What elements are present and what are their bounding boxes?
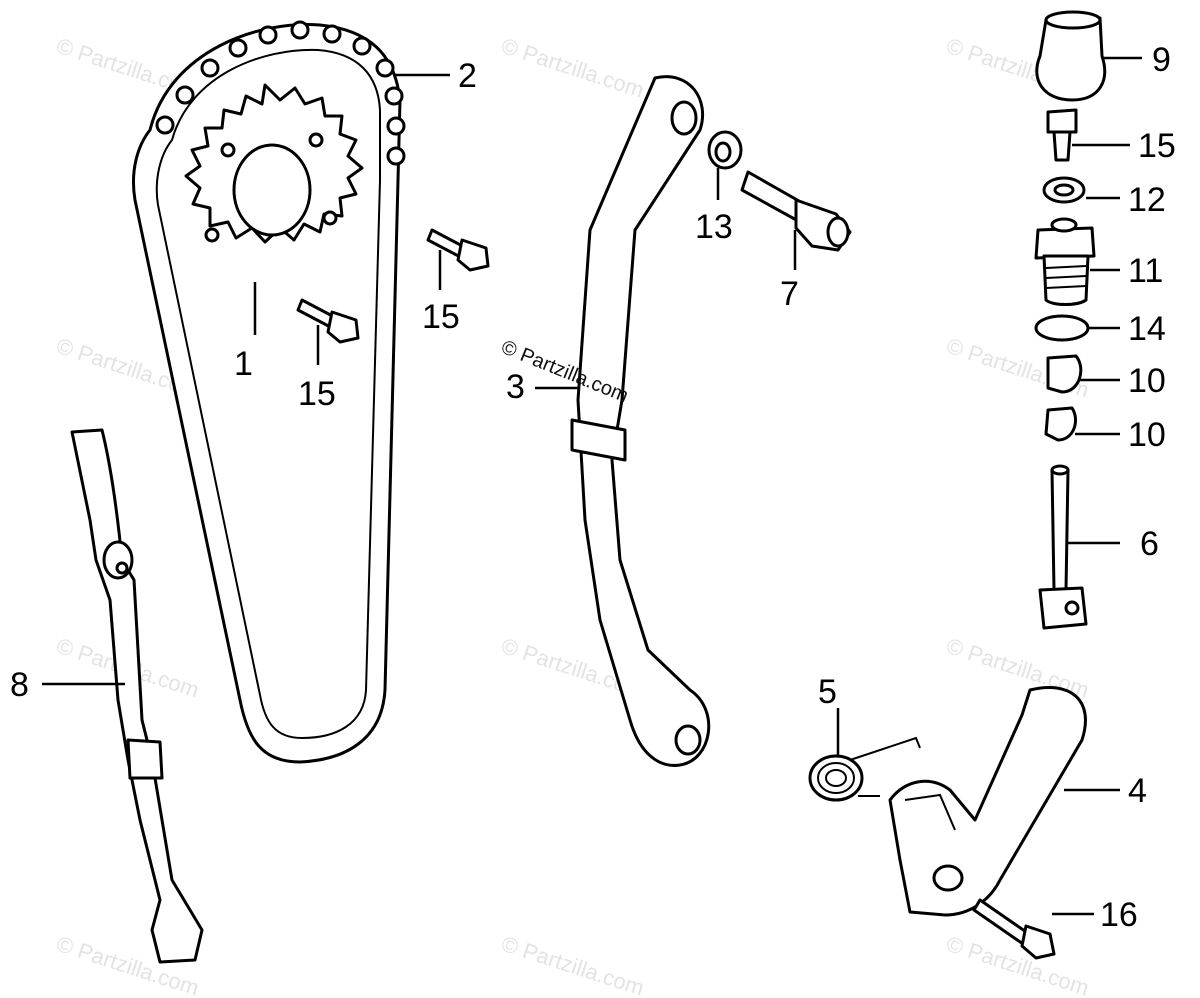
callout-6: 6 [1140,525,1159,563]
callout-7: 7 [780,275,799,313]
watermark: © Partzilla.com [498,931,647,998]
callout-14: 14 [1128,310,1166,348]
callout-10-upper: 10 [1128,362,1166,400]
tensioner-spring[interactable] [808,736,921,802]
callout-11: 11 [1128,252,1163,290]
chain-links [155,20,406,166]
o-ring[interactable] [1034,314,1090,342]
watermark: © Partzilla.com [498,33,647,103]
cam-sprocket[interactable] [184,83,364,244]
tensioner-bolt[interactable] [1046,108,1078,162]
wedge-lower[interactable] [1044,406,1077,442]
callout-labels: 1 2 3 4 5 6 7 8 9 10 10 11 12 13 14 15 1… [10,41,1176,934]
callout-15-upper-bolt: 15 [422,298,460,336]
sprocket-bolt-upper[interactable] [426,228,490,272]
cam-chain-guide[interactable] [70,428,204,964]
callout-2: 2 [458,57,477,95]
callout-8: 8 [10,666,29,704]
pivot-bolt[interactable] [740,170,852,252]
callout-4: 4 [1128,772,1147,810]
tensioner-body[interactable] [1034,217,1096,306]
washer-13[interactable] [707,130,743,170]
callout-15-lower-bolt: 15 [298,375,336,413]
callout-1: 1 [234,345,253,383]
arm-bolt[interactable] [972,898,1056,960]
callout-15-tensioner-bolt: 15 [1138,127,1176,165]
tensioner-arm[interactable] [888,685,1087,917]
callout-3: 3 [506,368,525,406]
callout-5: 5 [818,673,837,711]
callout-16: 16 [1100,896,1138,934]
chain-tensioner-slipper[interactable] [570,75,711,767]
callout-13: 13 [695,208,733,246]
callout-12: 12 [1128,181,1166,219]
leader-lines [42,56,1142,916]
tensioner-rod[interactable] [1038,464,1088,630]
callout-10-lower: 10 [1128,416,1166,454]
callout-9: 9 [1152,41,1171,79]
tensioner-cap[interactable] [1035,10,1107,102]
sprocket-bolt-lower[interactable] [296,298,360,344]
wedge-upper[interactable] [1046,354,1083,394]
sealing-washer[interactable] [1042,176,1086,204]
